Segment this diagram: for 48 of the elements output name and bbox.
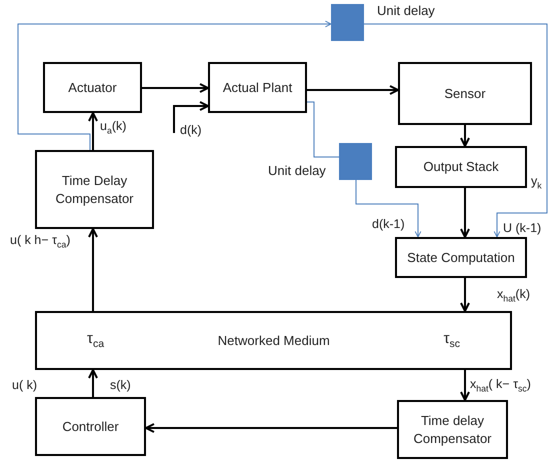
edge-label: u( k h− τ$_{ca}$) [10, 233, 70, 250]
node-caption: Unit delay [377, 3, 435, 19]
process-box [397, 400, 508, 459]
arrow [145, 423, 397, 433]
process-box [395, 237, 527, 278]
signal-line [306, 102, 340, 158]
node-label: Sensor [444, 84, 486, 102]
node-caption: Unit delay [268, 163, 326, 179]
node-label: Output Stack [423, 158, 499, 176]
edge-label: x$_{hat}$(k) [497, 287, 530, 304]
process-box [398, 62, 532, 125]
network-band [35, 311, 512, 370]
node-label: State Computation [407, 248, 515, 266]
node-label: Actuator [68, 78, 117, 96]
delay-block [339, 143, 372, 180]
arrow [307, 85, 399, 95]
edge-label: u$_{a}$(k) [100, 119, 126, 136]
signal-line [18, 20, 332, 150]
edge-label: x$_{hat}$( k− τ$_{sc}$) [470, 377, 531, 394]
delay-symbol: τ$_{sc}$ [444, 329, 460, 352]
node-label: Actual Plant [222, 78, 292, 96]
arrow [88, 112, 98, 150]
edge-label: d(k) [180, 123, 202, 138]
node-label: Time delay Compensator [412, 412, 493, 448]
signal-label: u( k) [12, 378, 37, 393]
process-box [35, 150, 154, 229]
delay-block [331, 4, 364, 41]
process-box [208, 62, 307, 113]
delay-symbol: τ$_{ca}$ [87, 329, 104, 352]
arrow [88, 228, 98, 311]
process-box [35, 397, 146, 456]
arrow [460, 188, 470, 238]
arrow [88, 369, 98, 397]
signal-line [364, 24, 548, 238]
edge-label: s(k) [110, 378, 131, 393]
process-box [395, 146, 527, 188]
signal-line [356, 180, 422, 238]
arrow [173, 101, 209, 133]
arrow [460, 125, 470, 147]
node-label: Controller [62, 418, 119, 436]
arrow [460, 278, 470, 312]
arrow [460, 370, 470, 401]
edge-label: U (k-1) [503, 221, 542, 236]
edge-label: d(k-1) [372, 217, 405, 232]
node-label: Networked Medium [218, 332, 330, 350]
arrow [142, 83, 209, 93]
node-label: Time Delay Compensator [54, 172, 135, 208]
process-box [43, 62, 142, 113]
